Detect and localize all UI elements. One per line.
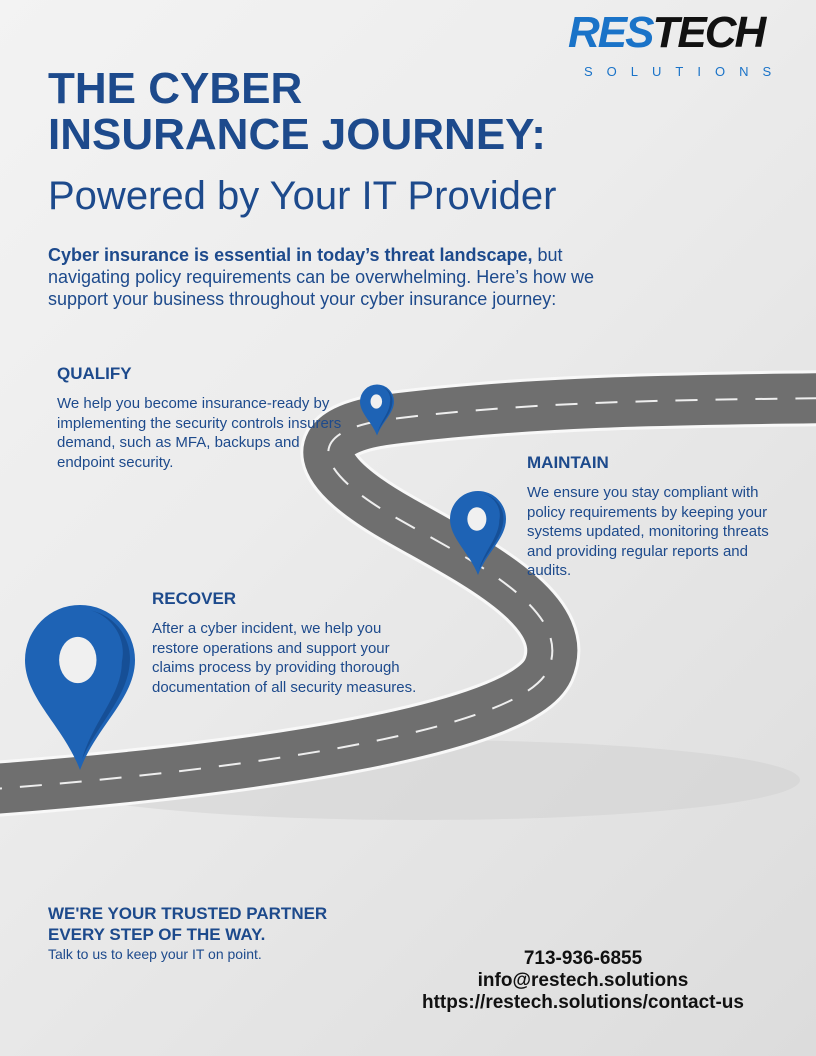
maintain-text: We ensure you stay compliant with policy…	[527, 484, 769, 579]
maintain-heading: MAINTAIN	[527, 453, 609, 472]
logo-tech: TECH	[652, 8, 766, 57]
title-line-2: INSURANCE JOURNEY:	[48, 110, 546, 159]
intro-rest: but navigating policy requirements can b…	[48, 245, 594, 309]
recover-pin-icon	[25, 605, 135, 770]
contact-url-link[interactable]: https://restech.solutions/contact-us	[422, 992, 744, 1013]
qualify-heading: QUALIFY	[57, 364, 132, 383]
intro-paragraph: Cyber insurance is essential in today’s …	[48, 244, 638, 310]
recover-heading: RECOVER	[152, 589, 237, 608]
page-title: THE CYBER INSURANCE JOURNEY:	[48, 66, 546, 158]
logo-res: RES	[568, 8, 654, 57]
qualify-section: QUALIFY We help you become insurance-rea…	[57, 364, 357, 472]
headline-line-2: EVERY STEP OF THE WAY.	[48, 925, 266, 944]
intro-bold: Cyber insurance is essential in today’s …	[48, 245, 533, 265]
maintain-section: MAINTAIN We ensure you stay compliant wi…	[527, 453, 787, 581]
restech-logo: RESTECH SOLUTIONS	[568, 8, 808, 79]
logo-tagline: SOLUTIONS	[584, 64, 786, 79]
headline-line-1: WE'RE YOUR TRUSTED PARTNER	[48, 904, 328, 923]
title-line-1: THE CYBER	[48, 64, 303, 113]
email-link[interactable]: info@restech.solutions	[477, 970, 689, 991]
contact-info: 713-936-6855 info@restech.solutions http…	[400, 948, 766, 1014]
trusted-partner-headline: WE'RE YOUR TRUSTED PARTNER EVERY STEP OF…	[48, 903, 327, 945]
page-subtitle: Powered by Your IT Provider	[48, 174, 557, 218]
recover-section: RECOVER After a cyber incident, we help …	[152, 589, 422, 697]
qualify-text: We help you become insurance-ready by im…	[57, 395, 342, 471]
recover-text: After a cyber incident, we help you rest…	[152, 620, 417, 696]
phone-number[interactable]: 713-936-6855	[523, 948, 643, 969]
footer-tagline: Talk to us to keep your IT on point.	[48, 946, 262, 962]
